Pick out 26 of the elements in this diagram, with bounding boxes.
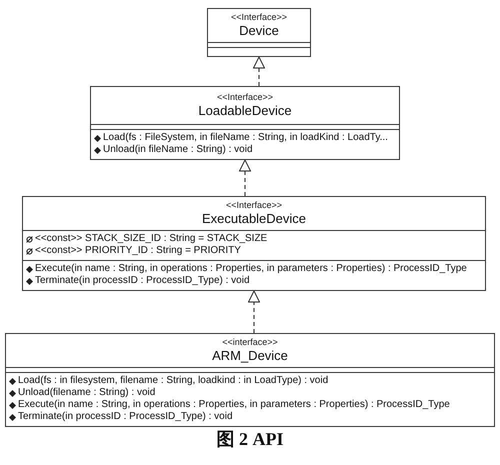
operation-signature: Execute(in name : String, in operations : Properties, in parameters : Properties) : ProcessID_Type [35,263,467,275]
stereotype-label: <<Interface>> [216,92,274,103]
stereotype-label: <<Interface>> [226,200,282,211]
interface-box [90,86,400,160]
interface-box [5,333,495,427]
realization-arrow [248,290,260,334]
interface-name: ARM_Device [212,348,288,364]
operation-signature: Unload(in fileName : String) : void [103,144,253,156]
operation-signature: Terminate(in processID : ProcessID_Type) : void [35,275,250,287]
attribute-signature: <<const>> STACK_SIZE_ID : String = STACK_SIZE [35,233,268,245]
operation-signature: Unload(filename : String) : void [18,387,156,399]
attribute-signature: <<const>> PRIORITY_ID : String = PRIORITY [35,245,241,257]
operation-signature: Terminate(in processID : ProcessID_Type) : void [18,411,233,423]
operation-signature: Execute(in name : String, in operations : Properties, in parameters : Properties) : ProcessID_Type [18,399,450,411]
stereotype-label: <<Interface>> [230,12,288,23]
interface-name: LoadableDevice [198,103,292,119]
operation-signature: Load(fs : FileSystem, in fileName : String, in loadKind : LoadTy... [103,132,388,144]
realization-arrow [239,160,251,196]
operation-signature: Load(fs : in filesystem, filename : String, loadkind : in LoadType) : void [18,375,328,387]
figure-caption: 图 2 API [216,428,284,450]
realization-arrow [253,56,265,86]
interface-name: ExecutableDevice [202,211,306,227]
stereotype-label: <<interface>> [222,337,278,348]
interface-box [22,196,486,291]
interface-box [207,8,311,57]
interface-name: Device [239,23,279,39]
